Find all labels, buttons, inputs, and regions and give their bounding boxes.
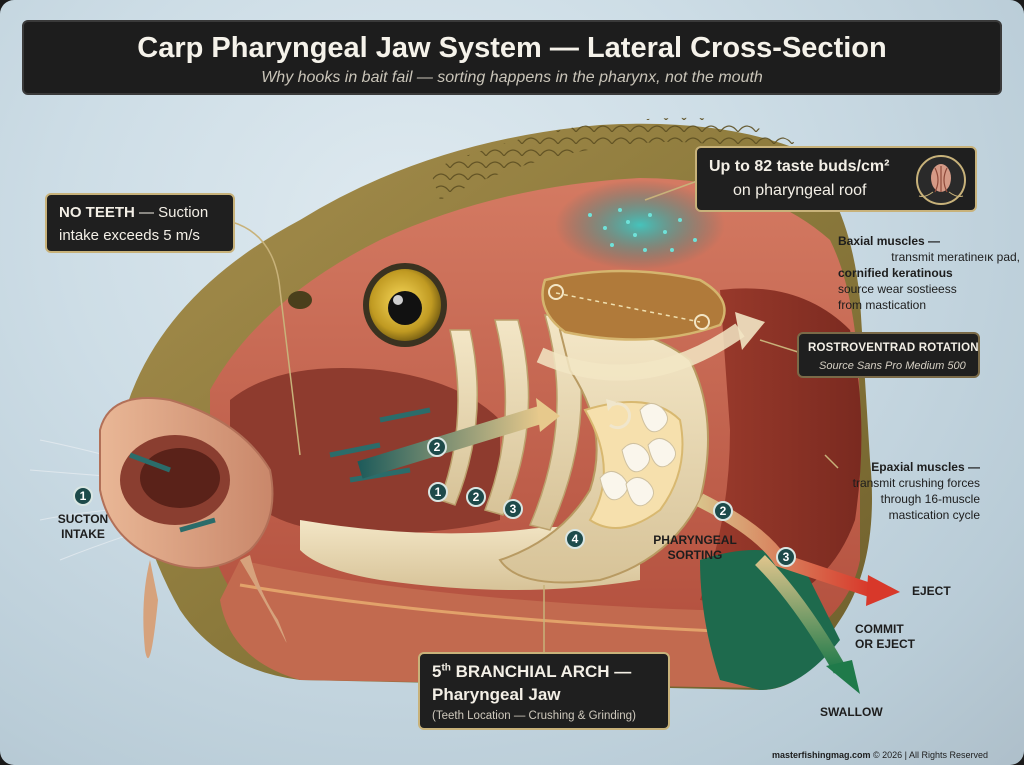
step-marker: 3 (776, 547, 796, 567)
no-teeth-heading: NO TEETH (59, 204, 135, 221)
arch-heading: 5th BRANCHIAL ARCH — (432, 662, 631, 682)
epaxial-line-2: transmit crushing forces (852, 476, 980, 490)
no-teeth-suffix: — Suction (134, 204, 209, 221)
epaxial-line-3: through 16-muscle (880, 492, 980, 506)
baxial-line-5: from mastication (838, 298, 927, 312)
copyright-footer: masterfishingmag.com © 2026 | All Rights… (772, 750, 988, 760)
suction-line-1: SUCTON (57, 512, 109, 526)
taste-buds-heading: Up to 82 taste buds/cm² (709, 158, 890, 175)
rotation-heading: ROSTROVENTRAD ROTATION (808, 342, 979, 354)
taste-buds-detail: on pharyngeal roof (733, 182, 867, 199)
arch-subheading: Pharyngeal Jaw (432, 685, 561, 704)
title-banner: Carp Pharyngeal Jaw System — Lateral Cro… (22, 20, 1002, 95)
step-marker: 1 (73, 486, 93, 506)
swallow-label: SWALLOW (820, 705, 883, 719)
page-subtitle: Why hooks in bait fail — sorting happens… (261, 69, 763, 86)
footer-rights: © 2026 | All Rights Reserved (870, 750, 988, 760)
baxial-line-3: cornified keratinous (838, 266, 953, 280)
no-teeth-callout: NO TEETH — Suction intake exceeds 5 m/s (45, 193, 235, 253)
page-title: Carp Pharyngeal Jaw System — Lateral Cro… (137, 32, 887, 64)
eject-label: EJECT (912, 584, 951, 598)
arch-detail: (Teeth Location — Crushing & Grinding) (432, 710, 636, 722)
suction-line-2: INTAKE (61, 527, 105, 541)
arch-heading-ordinal: th (441, 662, 451, 674)
rotation-subtext: Source Sans Pro Medium 500 (819, 360, 966, 372)
step-marker: 2 (466, 487, 486, 507)
commit-line-1: COMMIT (855, 622, 904, 636)
baxial-line-2: transmit meratineıĸ pad, (891, 250, 1020, 264)
epaxial-title: Epaxial muscles — (871, 460, 980, 474)
commit-or-eject-label: COMMIT OR EJECT (855, 622, 915, 652)
footer-site: masterfishingmag.com (771, 750, 871, 760)
no-teeth-detail: intake exceeds 5 m/s (59, 227, 200, 244)
step-marker: 4 (565, 529, 585, 549)
step-marker: 1 (428, 482, 448, 502)
taste-bud-icon (916, 155, 966, 205)
sorting-line-1: PHARYNGEAL (653, 533, 737, 547)
step-marker: 3 (503, 499, 523, 519)
baxial-muscles-label: Baxial muscles — transmit meratineıĸ pad… (820, 233, 1020, 313)
arch-heading-number: 5 (432, 662, 442, 681)
baxial-line-4: source wear sostieess (838, 282, 957, 296)
arch-heading-text: BRANCHIAL ARCH — (450, 662, 632, 681)
step-marker: 2 (713, 501, 733, 521)
epaxial-muscles-label: Epaxial muscles — transmit crushing forc… (820, 459, 980, 523)
step-marker: 2 (427, 437, 447, 457)
rotation-callout: ROSTROVENTRAD ROTATION Source Sans Pro M… (797, 332, 980, 378)
commit-line-2: OR EJECT (855, 637, 916, 651)
baxial-title: Baxial muscles — (838, 234, 941, 248)
sorting-line-2: SORTING (667, 548, 723, 562)
pharyngeal-sorting-label: PHARYNGEAL SORTING (640, 533, 750, 563)
epaxial-line-4: mastication cycle (888, 508, 980, 522)
taste-buds-callout: Up to 82 taste buds/cm² on pharyngeal ro… (695, 146, 977, 212)
suction-intake-label: SUCTON INTAKE (48, 512, 118, 542)
branchial-arch-callout: 5th BRANCHIAL ARCH — Pharyngeal Jaw (Tee… (418, 652, 670, 730)
